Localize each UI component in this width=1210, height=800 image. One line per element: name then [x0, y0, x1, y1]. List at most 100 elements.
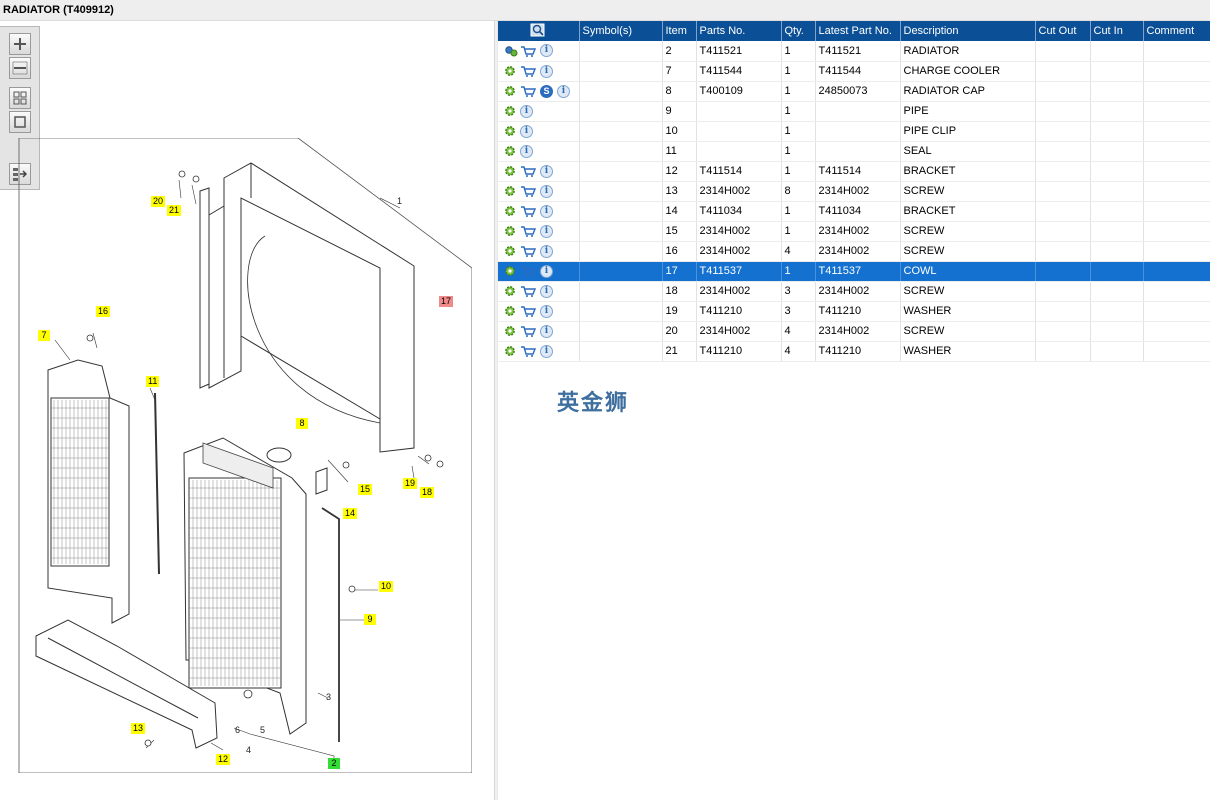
- gear-icon[interactable]: [504, 265, 516, 277]
- cart-icon[interactable]: [520, 225, 537, 237]
- info-icon[interactable]: i: [540, 304, 553, 318]
- gear-icon[interactable]: [504, 285, 516, 297]
- info-icon[interactable]: i: [540, 264, 553, 278]
- gear-icon[interactable]: [504, 85, 516, 97]
- column-header-search[interactable]: [498, 21, 580, 41]
- cart-icon[interactable]: [520, 45, 537, 57]
- zoom-in-button[interactable]: [9, 33, 31, 55]
- column-header-cut-in[interactable]: Cut In: [1090, 21, 1144, 41]
- gear-icon[interactable]: [504, 325, 516, 337]
- info-icon[interactable]: i: [540, 244, 553, 258]
- gear-icon[interactable]: [504, 245, 516, 257]
- cart-icon[interactable]: [520, 285, 537, 297]
- callout-14[interactable]: 14: [343, 508, 358, 519]
- callout-8[interactable]: 8: [296, 418, 308, 429]
- info-icon[interactable]: i: [520, 104, 533, 118]
- callout-11[interactable]: 11: [146, 376, 160, 387]
- info-icon[interactable]: i: [520, 144, 533, 158]
- column-header-parts-no[interactable]: Parts No.: [696, 21, 782, 41]
- column-header-item[interactable]: Item: [662, 21, 697, 41]
- column-header-comment[interactable]: Comment: [1143, 21, 1210, 41]
- cart-icon[interactable]: [520, 205, 537, 217]
- info-icon[interactable]: i: [540, 344, 553, 358]
- info-icon[interactable]: i: [520, 124, 533, 138]
- cart-icon[interactable]: [520, 165, 537, 177]
- callout-21[interactable]: 21: [167, 205, 182, 216]
- callout-12[interactable]: 12: [216, 754, 231, 765]
- gear-icon[interactable]: [504, 145, 516, 157]
- callout-16[interactable]: 16: [96, 306, 111, 317]
- cart-icon[interactable]: [520, 265, 537, 277]
- callout-20[interactable]: 20: [151, 196, 166, 207]
- pane-splitter[interactable]: [494, 21, 498, 800]
- cart-icon[interactable]: [520, 85, 537, 97]
- cart-icon[interactable]: [520, 345, 537, 357]
- callout-10[interactable]: 10: [379, 581, 394, 592]
- column-header-qty[interactable]: Qty.: [781, 21, 816, 41]
- callout-7[interactable]: 7: [38, 330, 50, 341]
- callout-9[interactable]: 9: [364, 614, 376, 625]
- callout-13[interactable]: 13: [131, 723, 146, 734]
- column-header-description[interactable]: Description: [900, 21, 1036, 41]
- gear-icon[interactable]: [504, 165, 516, 177]
- callout-18[interactable]: 18: [420, 487, 435, 498]
- row-icons-cell: i: [498, 61, 580, 82]
- latest-part-no-cell: [815, 121, 901, 142]
- gear-icon[interactable]: [504, 345, 516, 357]
- fit-page-button[interactable]: [9, 111, 31, 133]
- info-icon[interactable]: i: [540, 164, 553, 178]
- cart-icon[interactable]: [520, 325, 537, 337]
- gear-icon[interactable]: [504, 305, 516, 317]
- gear-icon[interactable]: [504, 205, 516, 217]
- info-icon[interactable]: i: [540, 224, 553, 238]
- callout-15[interactable]: 15: [358, 484, 373, 495]
- cart-icon[interactable]: [520, 305, 537, 317]
- zoom-out-button[interactable]: [9, 57, 31, 79]
- gear-icon[interactable]: [504, 125, 516, 137]
- column-header-symbols[interactable]: Symbol(s): [579, 21, 663, 41]
- gear-icon[interactable]: [504, 105, 516, 117]
- gear-icon[interactable]: [504, 225, 516, 237]
- info-icon[interactable]: i: [540, 204, 553, 218]
- gear-icon[interactable]: [504, 65, 516, 77]
- info-icon[interactable]: i: [540, 184, 553, 198]
- info-icon[interactable]: i: [540, 284, 553, 298]
- column-header-latest-part-no[interactable]: Latest Part No.: [815, 21, 901, 41]
- info-icon[interactable]: i: [557, 84, 570, 98]
- fit-all-button[interactable]: [9, 87, 31, 109]
- supersession-icon[interactable]: S: [540, 84, 553, 98]
- gear-icon[interactable]: [504, 185, 516, 197]
- toggle-panel-button[interactable]: [9, 163, 31, 185]
- parts-list-pane[interactable]: Symbol(s) Item Parts No. Qty. Latest Par…: [498, 21, 1210, 800]
- gears-icon[interactable]: [504, 45, 518, 57]
- info-icon[interactable]: i: [540, 324, 553, 338]
- callout-19[interactable]: 19: [403, 478, 418, 489]
- column-header-cut-out[interactable]: Cut Out: [1035, 21, 1091, 41]
- info-icon[interactable]: i: [540, 44, 553, 58]
- info-icon[interactable]: i: [540, 64, 553, 78]
- cart-icon[interactable]: [520, 65, 537, 77]
- cart-icon[interactable]: [520, 245, 537, 257]
- callout-17[interactable]: 17: [439, 296, 454, 307]
- cart-icon[interactable]: [520, 185, 537, 197]
- callout-2[interactable]: 2: [328, 758, 340, 769]
